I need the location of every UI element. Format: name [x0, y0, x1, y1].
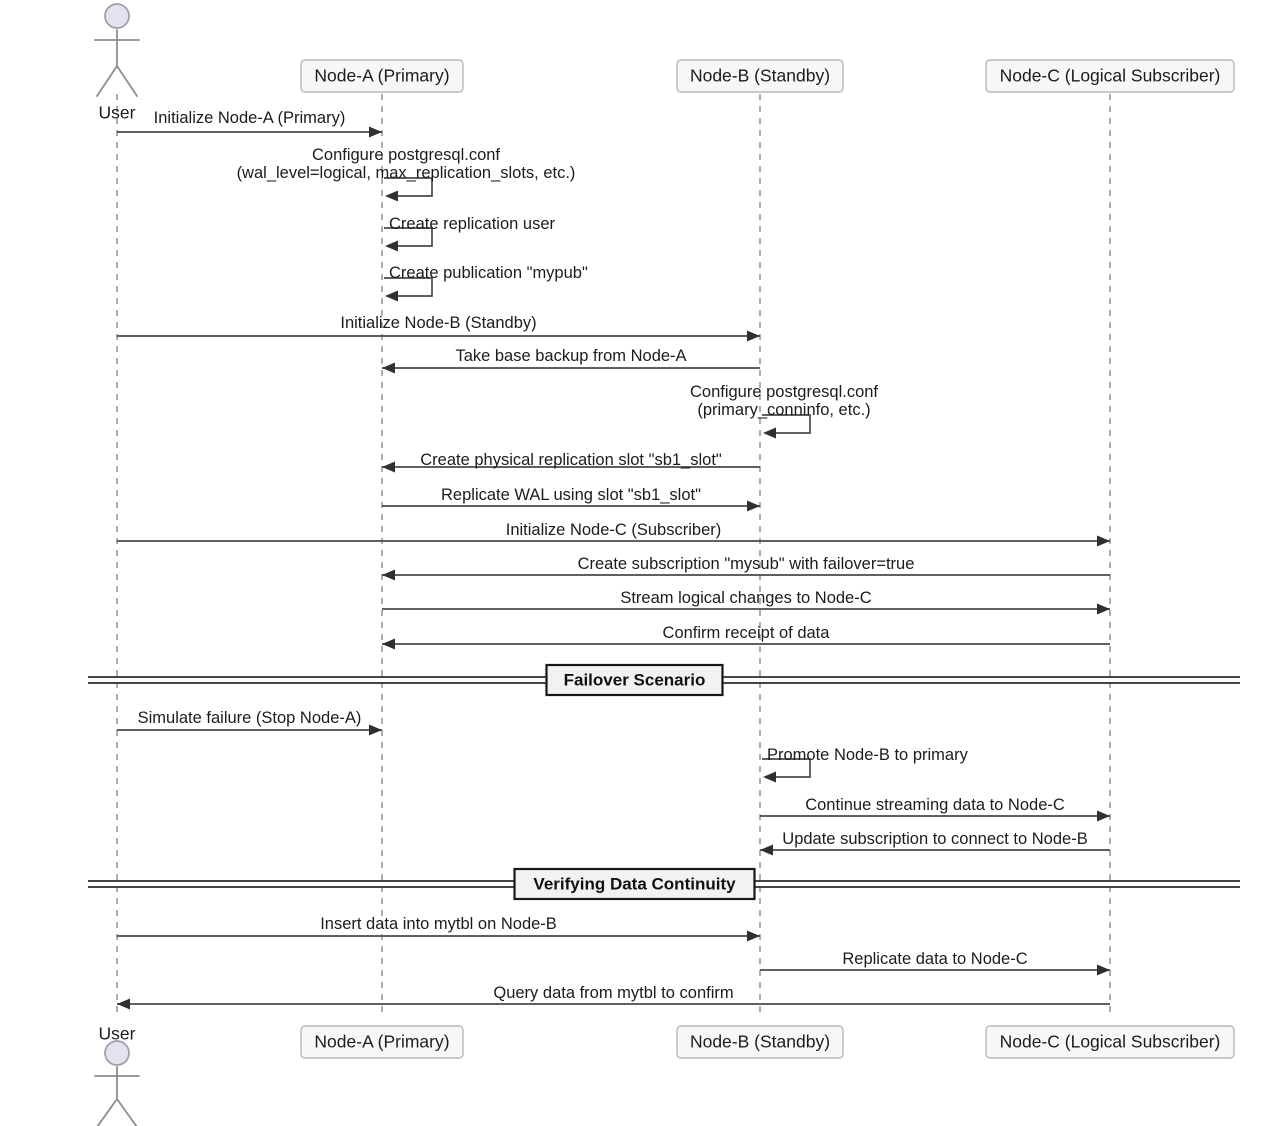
- message-label: Initialize Node-C (Subscriber): [506, 521, 722, 539]
- participant-label-footer-nodeb: Node-B (Standby): [690, 1032, 830, 1052]
- arrow-head-icon: [1097, 603, 1110, 615]
- message-9[interactable]: Replicate WAL using slot "sb1_slot": [382, 486, 760, 512]
- message-line: [762, 414, 811, 434]
- message-label: Configure postgresql.conf: [690, 383, 878, 401]
- participant-box-nodec[interactable]: [985, 59, 1235, 93]
- divider-box: [513, 867, 756, 901]
- arrow-head-icon: [382, 638, 395, 650]
- messages-layer: Initialize Node-A (Primary) Configure pos…: [117, 109, 1110, 1010]
- message-label: Create replication user: [389, 215, 556, 233]
- message-1[interactable]: Initialize Node-A (Primary): [117, 109, 382, 138]
- message-17[interactable]: Update subscription to connect to Node-B: [760, 830, 1110, 856]
- message-6[interactable]: Take base backup from Node-A: [382, 347, 760, 374]
- message-label: Take base backup from Node-A: [455, 347, 686, 365]
- arrow-head-icon: [1097, 535, 1110, 547]
- participant-box-nodeb[interactable]: [676, 59, 844, 93]
- message-line: [384, 277, 433, 297]
- message-label: Confirm receipt of data: [663, 624, 831, 642]
- message-label: Simulate failure (Stop Node-A): [138, 709, 362, 727]
- message-label: Initialize Node-B (Standby): [340, 314, 536, 332]
- message-line: [384, 227, 433, 247]
- arrow-head-icon: [747, 930, 760, 942]
- message-19[interactable]: Replicate data to Node-C: [760, 950, 1110, 976]
- message-label: Configure postgresql.conf: [312, 146, 500, 164]
- message-5[interactable]: Initialize Node-B (Standby): [117, 314, 760, 342]
- actor-body-icon: [94, 1066, 140, 1126]
- participant-label-footer-nodea: Node-A (Primary): [314, 1032, 449, 1052]
- arrow-head-icon: [763, 771, 776, 783]
- participant-label-footer-nodec: Node-C (Logical Subscriber): [1000, 1032, 1221, 1052]
- actor-body-icon: [94, 29, 140, 97]
- message-line: [384, 177, 433, 197]
- participant-box-footer-nodea[interactable]: [300, 1025, 464, 1059]
- message-label: Replicate WAL using slot "sb1_slot": [441, 486, 701, 504]
- message-label-line2: (primary_conninfo, etc.): [697, 401, 870, 419]
- message-line: [762, 758, 811, 778]
- arrow-head-icon: [747, 330, 760, 342]
- divider-1: Verifying Data Continuity: [88, 867, 1240, 901]
- message-12[interactable]: Stream logical changes to Node-C: [382, 589, 1110, 615]
- actor-head-icon: [104, 1040, 130, 1066]
- message-label: Update subscription to connect to Node-B: [782, 830, 1087, 848]
- lifelines-layer: [116, 94, 1111, 1012]
- participant-box-footer-nodeb[interactable]: [676, 1025, 844, 1059]
- divider-box: [545, 663, 724, 697]
- arrow-head-icon: [369, 724, 382, 736]
- message-15[interactable]: Promote Node-B to primary: [762, 746, 969, 783]
- message-16[interactable]: Continue streaming data to Node-C: [760, 796, 1110, 822]
- message-20[interactable]: Query data from mytbl to confirm: [117, 984, 1110, 1010]
- actor-head-icon: [104, 3, 130, 29]
- message-2[interactable]: Configure postgresql.conf(wal_level=logi…: [237, 146, 576, 202]
- divider-label: Verifying Data Continuity: [533, 874, 736, 893]
- message-label: Continue streaming data to Node-C: [805, 796, 1065, 814]
- arrow-head-icon: [382, 569, 395, 581]
- message-label: Query data from mytbl to confirm: [493, 984, 733, 1002]
- message-label: Create subscription "mysub" with failove…: [578, 555, 915, 573]
- participant-label-nodeb: Node-B (Standby): [690, 66, 830, 86]
- actor-label: User: [99, 103, 136, 123]
- arrow-head-icon: [760, 844, 773, 856]
- message-8[interactable]: Create physical replication slot "sb1_sl…: [382, 451, 760, 473]
- participant-headers-layer: User Node-A (Primary) Node-B (Standby) Node…: [94, 3, 1235, 123]
- participant-box-nodea[interactable]: [300, 59, 464, 93]
- message-label: Create physical replication slot "sb1_sl…: [420, 451, 722, 469]
- arrow-head-icon: [385, 240, 398, 252]
- message-10[interactable]: Initialize Node-C (Subscriber): [117, 521, 1110, 547]
- message-label: Initialize Node-A (Primary): [154, 109, 346, 127]
- message-label: Create publication "mypub": [389, 264, 588, 282]
- message-3[interactable]: Create replication user: [384, 215, 556, 252]
- message-label: Replicate data to Node-C: [842, 950, 1027, 968]
- arrow-head-icon: [382, 461, 395, 473]
- message-label: Insert data into mytbl on Node-B: [320, 915, 557, 933]
- message-4[interactable]: Create publication "mypub": [384, 264, 588, 302]
- participant-box-footer-nodec[interactable]: [985, 1025, 1235, 1059]
- message-label: Stream logical changes to Node-C: [620, 589, 871, 607]
- message-13[interactable]: Confirm receipt of data: [382, 624, 1110, 650]
- message-11[interactable]: Create subscription "mysub" with failove…: [382, 555, 1110, 581]
- arrow-head-icon: [385, 290, 398, 302]
- arrow-head-icon: [763, 427, 776, 439]
- message-18[interactable]: Insert data into mytbl on Node-B: [117, 915, 760, 942]
- arrow-head-icon: [385, 190, 398, 202]
- participant-label-nodec: Node-C (Logical Subscriber): [1000, 66, 1221, 86]
- arrow-head-icon: [117, 998, 130, 1010]
- participant-footers-layer: User Node-A (Primary) Node-B (Standby) Node…: [94, 1024, 1235, 1126]
- message-label-line2: (wal_level=logical, max_replication_slot…: [237, 164, 576, 182]
- message-7[interactable]: Configure postgresql.conf(primary_connin…: [690, 383, 878, 439]
- message-14[interactable]: Simulate failure (Stop Node-A): [117, 709, 382, 736]
- divider-label: Failover Scenario: [564, 670, 706, 689]
- arrow-head-icon: [1097, 810, 1110, 822]
- arrow-head-icon: [382, 362, 395, 374]
- arrow-head-icon: [747, 500, 760, 512]
- participant-label-nodea: Node-A (Primary): [314, 66, 449, 86]
- arrow-head-icon: [1097, 964, 1110, 976]
- message-label: Promote Node-B to primary: [767, 746, 969, 764]
- arrow-head-icon: [369, 126, 382, 138]
- divider-0: Failover Scenario: [88, 663, 1240, 697]
- actor-label-footer: User: [99, 1024, 136, 1044]
